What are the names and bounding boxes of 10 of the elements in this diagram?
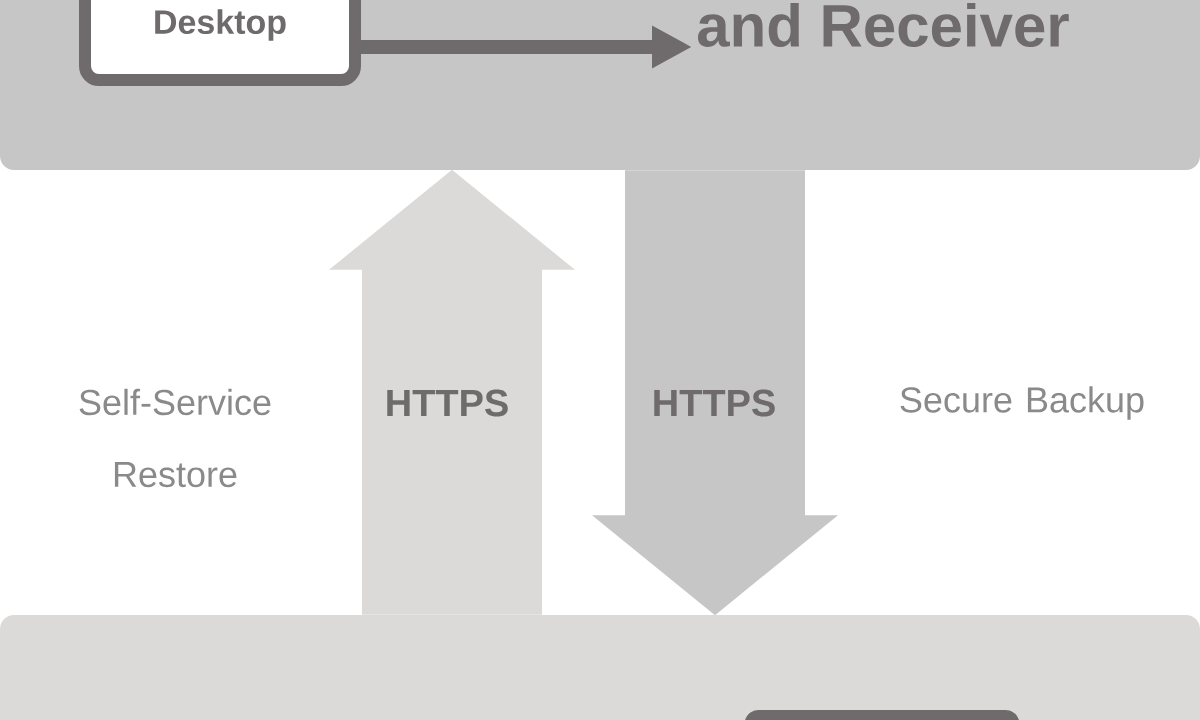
- edge-label: HTTPS: [387, 389, 508, 417]
- device-box: [744, 710, 1020, 720]
- heading-text: and Receiver: [698, 2, 1069, 47]
- device-box: Desktop: [79, 0, 361, 86]
- block-arrow: [329, 169, 575, 615]
- panel-background: [0, 615, 1200, 720]
- edge-label: HTTPS: [654, 389, 775, 417]
- block-arrow: [592, 170, 838, 616]
- side-label: Self-Service Restore: [79, 388, 271, 488]
- side-label: Secure Backup: [900, 386, 1144, 420]
